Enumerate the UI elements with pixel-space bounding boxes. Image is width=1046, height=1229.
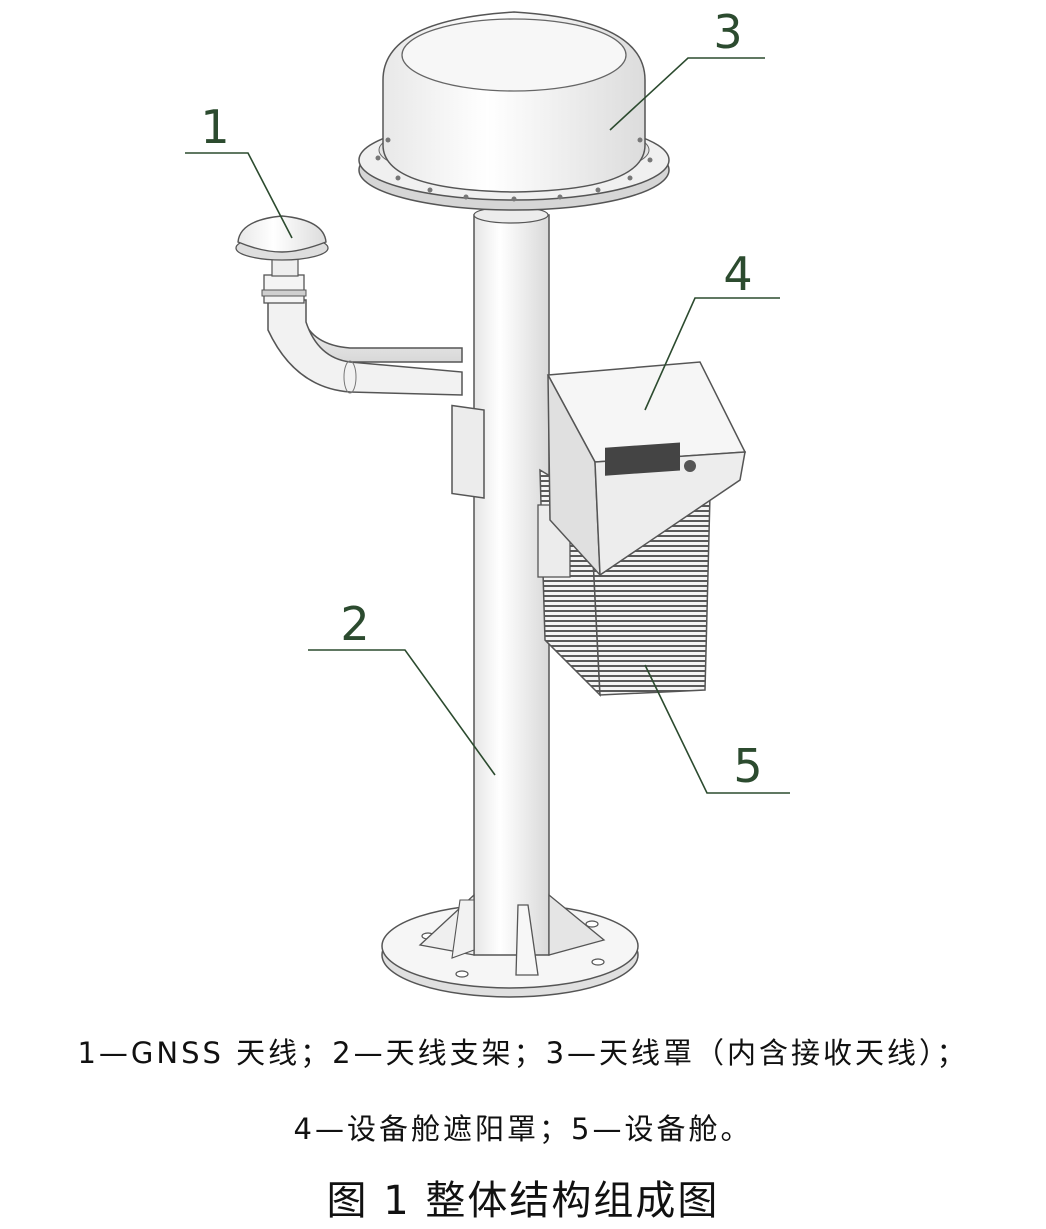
callout-3: 3 <box>713 5 742 59</box>
callout-1: 1 <box>200 100 229 154</box>
callout-4: 4 <box>723 247 752 301</box>
cabin-sunshade <box>546 361 747 578</box>
antenna-radome <box>358 11 670 211</box>
figure-title: 图 1 整体结构组成图 <box>326 1178 720 1224</box>
callout-leaders <box>185 57 790 794</box>
callout-5: 5 <box>733 739 762 793</box>
leader-5 <box>644 664 790 794</box>
structure-drawing: 1 2 3 4 5 <box>185 5 790 998</box>
leader-4 <box>644 297 780 411</box>
structure-diagram: 1 2 3 4 5 <box>185 5 790 998</box>
gnss-antenna-arm <box>261 257 485 499</box>
leader-2 <box>308 649 496 776</box>
leader-3 <box>609 57 765 131</box>
callout-2: 2 <box>340 597 369 651</box>
antenna-pole <box>418 206 606 976</box>
caption-legend-line-2: 4—设备舱遮阳罩；5—设备舱。 <box>293 1112 753 1146</box>
gnss-antenna <box>235 215 329 261</box>
leader-1 <box>185 152 293 239</box>
caption-legend-line-1: 1—GNSS 天线；2—天线支架；3—天线罩（内含接收天线）； <box>77 1036 969 1070</box>
